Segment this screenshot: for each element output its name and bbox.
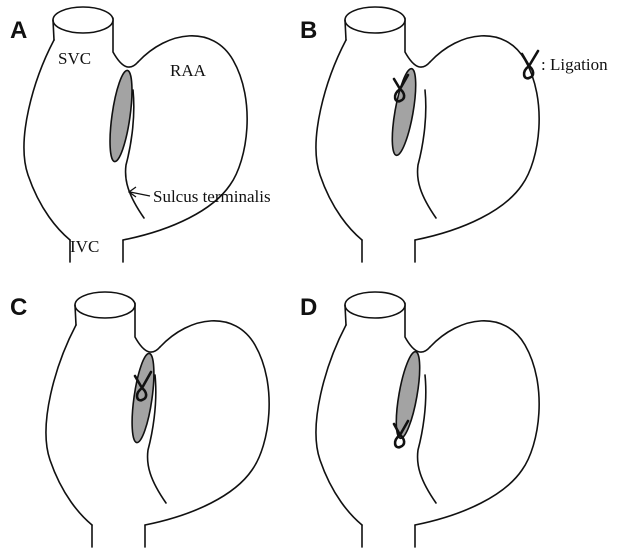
svc-label: SVC	[58, 49, 91, 68]
sinoatrial-node-c	[128, 352, 158, 444]
panel-d: D	[300, 292, 539, 547]
ligation-legend-text: : Ligation	[541, 55, 608, 74]
raa-label: RAA	[170, 61, 207, 80]
panel-c-letter: C	[10, 294, 27, 321]
ivc-label: IVC	[70, 237, 99, 256]
sulcus-terminalis-label: Sulcus terminalis	[153, 187, 271, 206]
panel-d-letter: D	[300, 294, 317, 321]
panel-a: A SVC RAA IVC Sulcus terminalis	[10, 7, 271, 262]
heart-diagram-a	[24, 7, 247, 262]
ligation-legend: : Ligation	[522, 51, 608, 78]
sinoatrial-node-a	[106, 69, 137, 163]
panel-a-letter: A	[10, 17, 27, 44]
heart-diagram-b	[316, 7, 539, 262]
heart-diagram-d	[316, 292, 539, 547]
panel-b-letter: B	[300, 17, 317, 44]
sulcus-arrow	[129, 187, 150, 197]
panel-c: C	[10, 292, 269, 547]
ligation-loop-icon	[522, 51, 538, 78]
panel-b: B : Ligation	[300, 7, 608, 262]
heart-diagram-c	[46, 292, 269, 547]
